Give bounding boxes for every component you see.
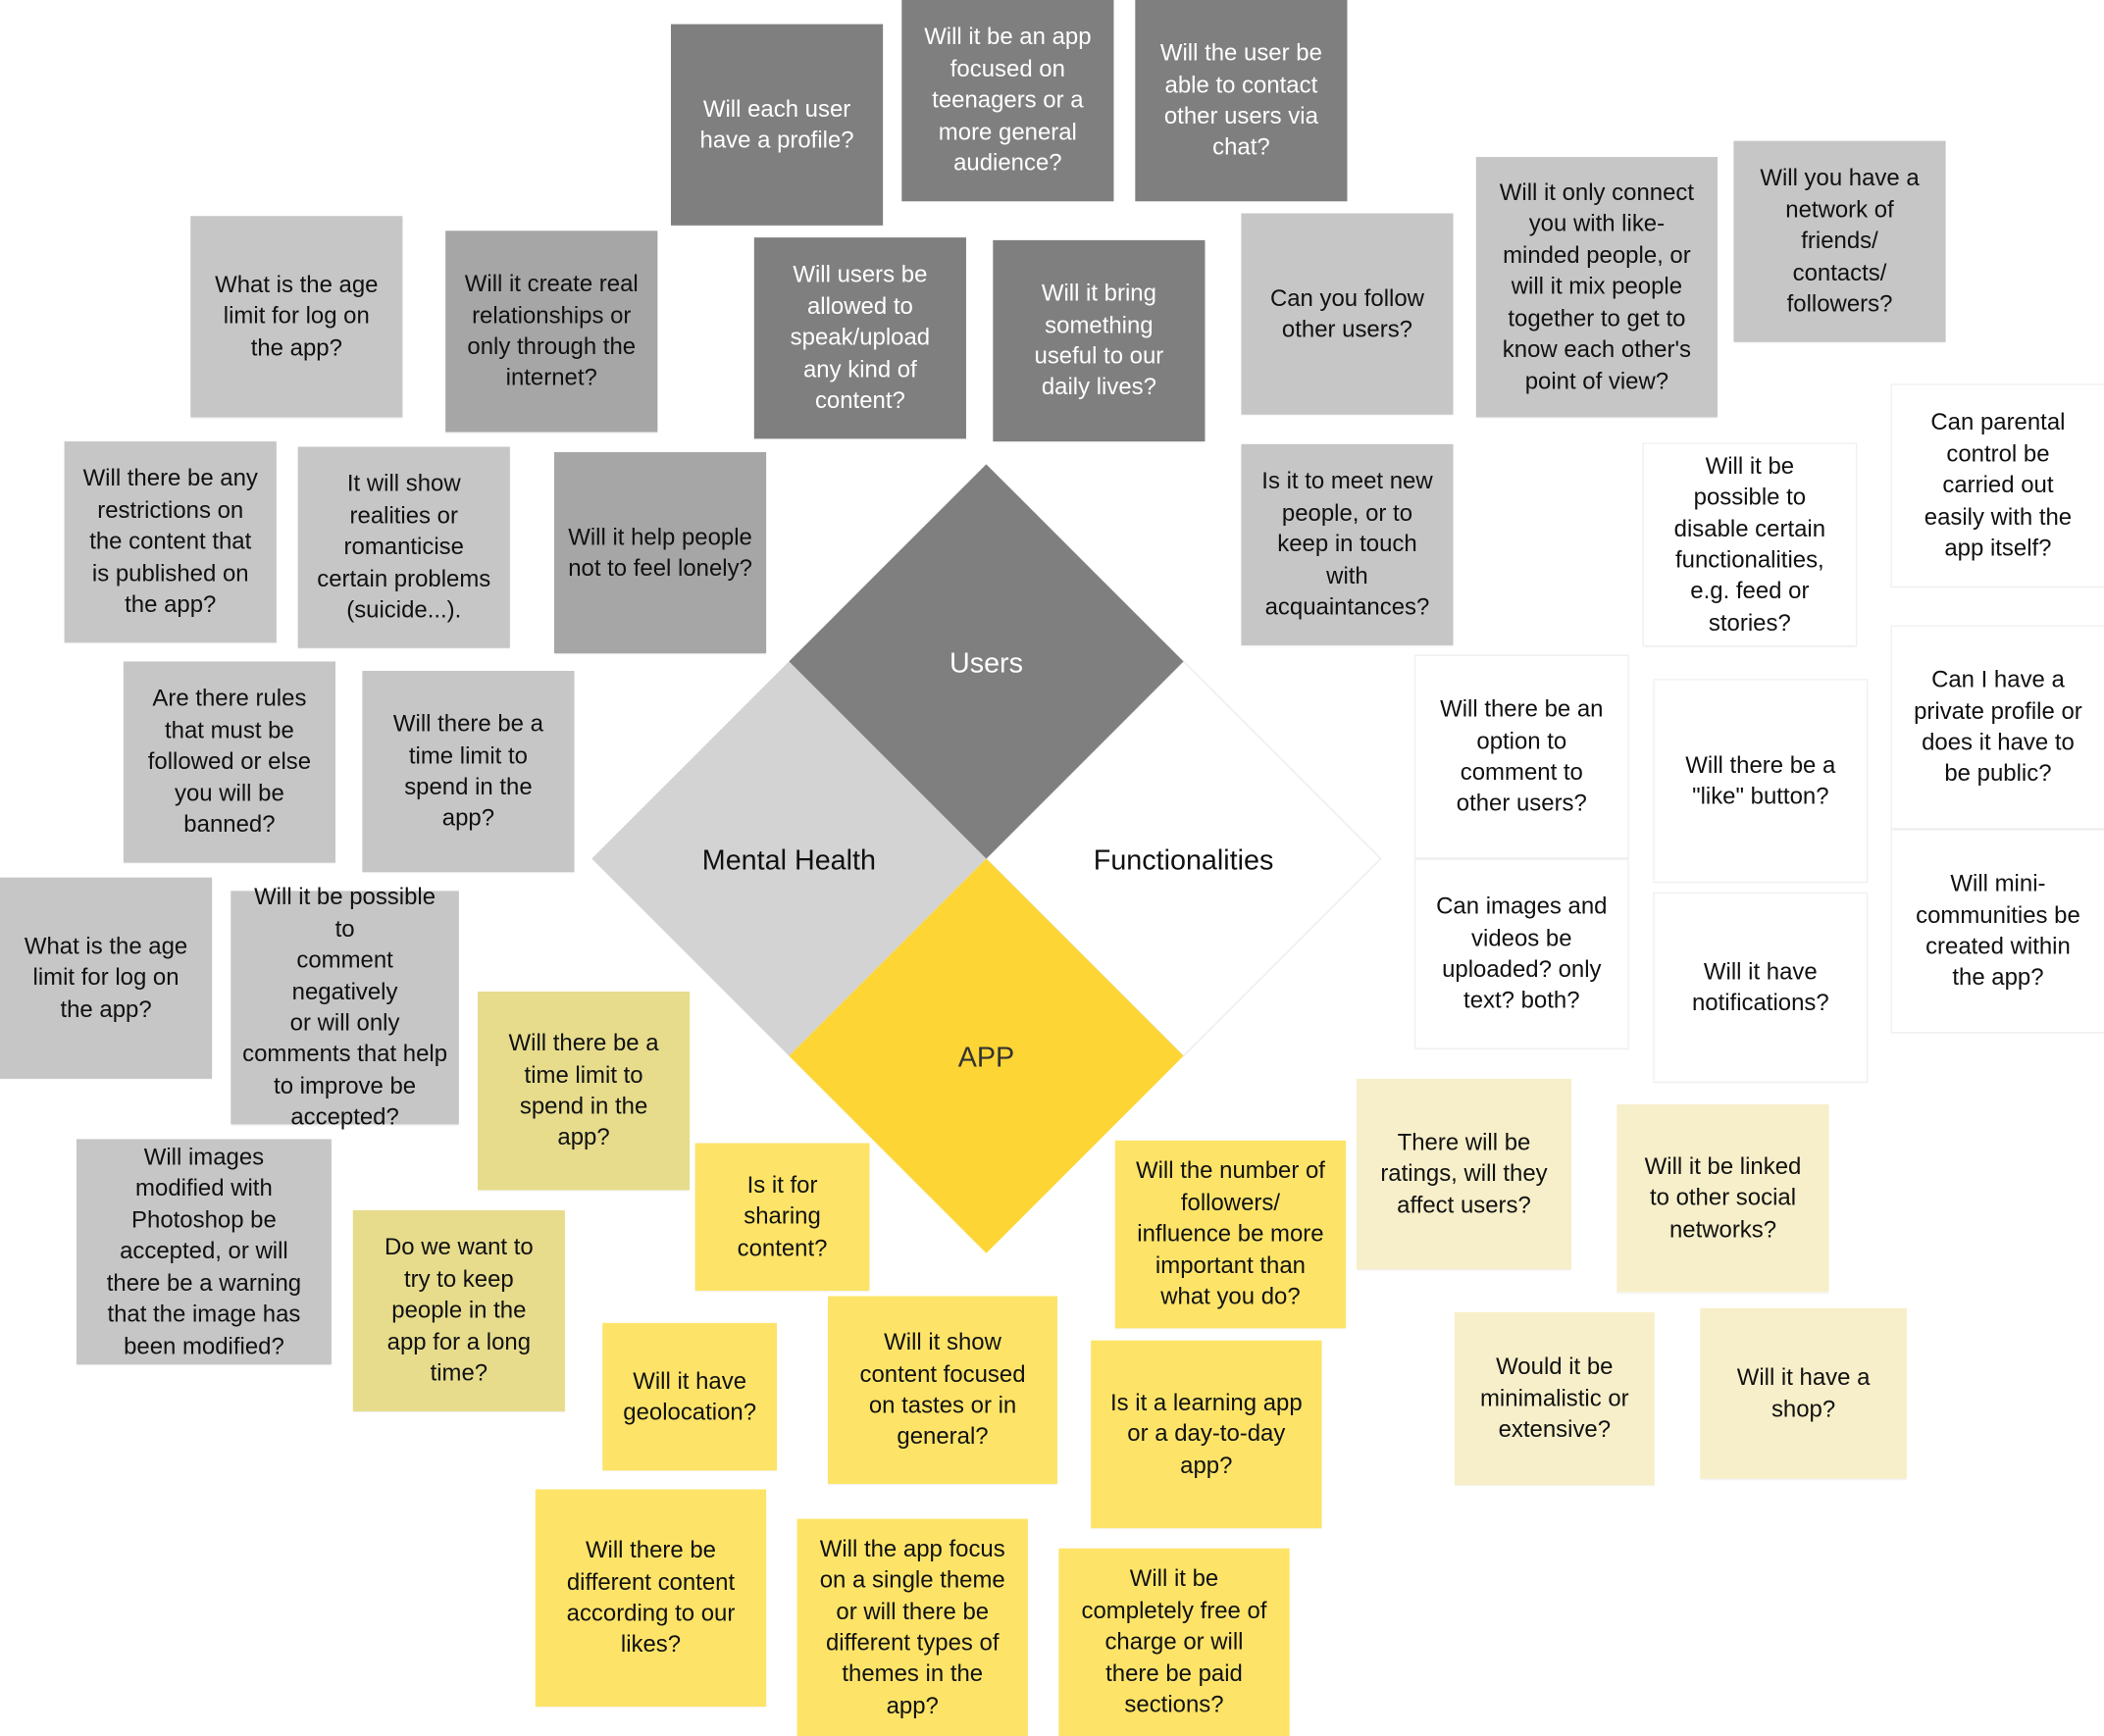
sticky-note[interactable]: Can you follow other users? [1241, 213, 1454, 415]
note-text: Will the app focus on a single theme or … [819, 1534, 1005, 1719]
note-text: Will mini- communities be created within… [1916, 869, 2080, 992]
sticky-note[interactable]: Is it for sharing content? [694, 1143, 870, 1292]
note-text: Will it create real relationships or onl… [464, 270, 639, 391]
note-text: Will there be a time limit to spend in t… [392, 709, 543, 832]
note-text: Will it be completely free of charge or … [1081, 1564, 1267, 1718]
sticky-note[interactable]: Will it only connect you with like- mind… [1475, 157, 1719, 418]
sticky-note[interactable]: Will it help people not to feel lonely? [553, 452, 767, 654]
sticky-note[interactable]: Will each user have a profile? [671, 24, 884, 226]
note-text: It will show realities or romanticise ce… [317, 470, 491, 623]
sticky-note[interactable]: Can images and videos be uploaded? only … [1415, 859, 1628, 1048]
note-text: Is it for sharing content? [737, 1171, 828, 1261]
note-text: Will the number of followers/ influence … [1135, 1156, 1325, 1310]
note-text: Will there be a time limit to spend in t… [508, 1029, 659, 1150]
note-text: Is it to meet new people, or to keep in … [1261, 467, 1433, 621]
sticky-note[interactable]: Will there be a time limit to spend in t… [478, 991, 691, 1191]
sticky-note[interactable]: Is it to meet new people, or to keep in … [1241, 443, 1454, 646]
note-text: Will it bring something useful to our da… [1034, 279, 1164, 401]
sticky-note[interactable]: It will show realities or romanticise ce… [297, 446, 510, 648]
sticky-note[interactable]: Will the app focus on a single theme or … [796, 1518, 1028, 1736]
note-text: Will you have a network of friends/ cont… [1760, 164, 1920, 317]
sticky-note[interactable]: There will be ratings, will they affect … [1357, 1078, 1571, 1270]
sticky-note[interactable]: Will there be different content accordin… [535, 1489, 767, 1708]
label-users: Users [949, 647, 1023, 679]
note-text: Do we want to try to keep people in the … [384, 1233, 534, 1387]
sticky-note[interactable]: Will there be a time limit to spend in t… [362, 671, 575, 873]
note-text: Will there be any restrictions on the co… [82, 464, 258, 618]
note-text: Will there be an option to comment to ot… [1440, 694, 1604, 817]
note-text: Will it have geolocation? [623, 1366, 757, 1425]
note-text: Can parental control be carried out easi… [1924, 408, 2073, 561]
sticky-note[interactable]: Will it create real relationships or onl… [445, 230, 658, 433]
sticky-note[interactable]: Will you have a network of friends/ cont… [1733, 140, 1946, 342]
sticky-note[interactable]: Will it bring something useful to our da… [993, 239, 1206, 442]
label-functionalities: Functionalities [1094, 844, 1274, 876]
sticky-note[interactable]: What is the age limit for log on the app… [0, 877, 213, 1079]
note-text: Will there be a "like" button? [1685, 750, 1836, 809]
sticky-note[interactable]: Will there be a "like" button? [1654, 680, 1867, 882]
sticky-note[interactable]: Will it be completely free of charge or … [1058, 1548, 1290, 1736]
sticky-note[interactable]: Will images modified with Photoshop be a… [76, 1139, 332, 1365]
sticky-note[interactable]: Is it a learning app or a day-to-day app… [1091, 1340, 1322, 1529]
note-text: Will the user be able to contact other u… [1159, 38, 1322, 161]
note-text: Will it be possible to comment negativel… [242, 883, 448, 1131]
sticky-note[interactable]: Will it have geolocation? [602, 1322, 778, 1471]
sticky-note[interactable]: Will it be linked to other social networ… [1616, 1103, 1829, 1293]
note-text: Will it be an app focused on teenagers o… [924, 23, 1092, 177]
note-text: Will it have notifications? [1691, 957, 1829, 1016]
sticky-note[interactable]: Would it be minimalistic or extensive? [1454, 1311, 1655, 1486]
note-text: Will it be linked to other social networ… [1644, 1151, 1802, 1243]
sticky-note[interactable]: Do we want to try to keep people in the … [352, 1209, 565, 1412]
sticky-note[interactable]: Will it be possible to comment negativel… [231, 884, 459, 1130]
sticky-note[interactable]: Will there be an option to comment to ot… [1415, 655, 1628, 858]
note-text: Will there be different content accordin… [566, 1536, 736, 1659]
note-text: Will images modified with Photoshop be a… [106, 1143, 302, 1359]
note-text: What is the age limit for log on the app… [24, 932, 188, 1023]
note-text: Is it a learning app or a day-to-day app… [1109, 1388, 1303, 1479]
label-mental-health: Mental Health [702, 844, 876, 876]
note-text: Can images and videos be uploaded? only … [1436, 892, 1608, 1014]
note-text: Will it show content focused on tastes o… [859, 1328, 1026, 1450]
sticky-note[interactable]: Will it be an app focused on teenagers o… [901, 0, 1114, 202]
sticky-note[interactable]: Will the user be able to contact other u… [1135, 0, 1348, 202]
sticky-note[interactable]: Will it show content focused on tastes o… [828, 1296, 1057, 1485]
sticky-note[interactable]: What is the age limit for log on the app… [190, 216, 403, 418]
note-text: Are there rules that must be followed or… [147, 685, 312, 838]
note-text: What is the age limit for log on the app… [215, 271, 379, 361]
note-text: Will it be possible to disable certain f… [1673, 451, 1826, 637]
note-text: Would it be minimalistic or extensive? [1479, 1353, 1629, 1443]
note-text: Will each user have a profile? [699, 94, 854, 153]
sticky-note[interactable]: Can parental control be carried out easi… [1891, 384, 2104, 587]
sticky-note[interactable]: Are there rules that must be followed or… [123, 661, 335, 863]
sticky-note[interactable]: Can I have a private profile or does it … [1891, 626, 2104, 829]
note-text: Can you follow other users? [1269, 283, 1424, 342]
note-text: Will it help people not to feel lonely? [568, 522, 752, 582]
note-text: Will it only connect you with like- mind… [1499, 179, 1695, 394]
label-app: APP [958, 1043, 1014, 1074]
sticky-note[interactable]: Will it have notifications? [1654, 894, 1867, 1082]
sticky-note[interactable]: Will there be any restrictions on the co… [64, 441, 277, 643]
sticky-note[interactable]: Will mini- communities be created within… [1891, 830, 2104, 1032]
sticky-note[interactable]: Will the number of followers/ influence … [1114, 1140, 1347, 1329]
note-text: Will users be allowed to speak/upload an… [790, 261, 931, 414]
note-text: Can I have a private profile or does it … [1914, 665, 2082, 788]
note-text: Will it have a shop? [1736, 1363, 1871, 1422]
sticky-note[interactable]: Will it have a shop? [1700, 1307, 1907, 1479]
sticky-note[interactable]: Will users be allowed to speak/upload an… [753, 237, 966, 439]
sticky-note[interactable]: Will it be possible to disable certain f… [1643, 443, 1856, 646]
note-text: There will be ratings, will they affect … [1380, 1128, 1548, 1218]
